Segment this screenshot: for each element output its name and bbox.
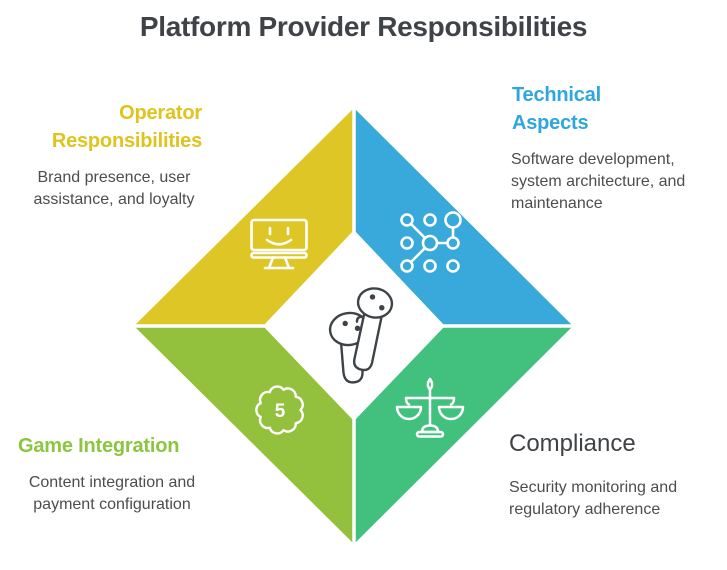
- heading-line: Operator: [119, 102, 202, 124]
- earbuds-illustration: [328, 287, 394, 384]
- heading-line: Aspects: [512, 112, 589, 134]
- heading-line: Game Integration: [18, 435, 180, 457]
- text-line: Security monitoring and: [509, 479, 678, 496]
- text-line: payment configuration: [33, 496, 191, 513]
- badge-5-icon: 5: [255, 385, 304, 435]
- quadrant-operator: [134, 108, 354, 326]
- compliance-description: Security monitoring and regulatory adher…: [509, 477, 727, 521]
- network-nodes-icon: [400, 211, 462, 273]
- game-description: Content integration and payment configur…: [12, 472, 212, 516]
- text-line: regulatory adherence: [509, 501, 661, 518]
- page-title: Platform Provider Responsibilities: [139, 11, 588, 42]
- operator-description: Brand presence, user assistance, and loy…: [8, 167, 220, 211]
- game-heading: Game Integration: [18, 432, 238, 460]
- monitor-smile-icon: [250, 218, 308, 270]
- text-line: system architecture, and: [511, 173, 686, 190]
- heading-line: Compliance: [509, 430, 636, 457]
- quadrant-compliance: [354, 326, 573, 544]
- quadrant-game: [134, 326, 354, 544]
- compliance-heading: Compliance: [509, 429, 719, 459]
- text-line: Content integration and: [28, 474, 196, 491]
- heading-line: Responsibilities: [51, 130, 202, 152]
- text-line: maintenance: [511, 195, 603, 212]
- text-line: Software development,: [511, 151, 675, 168]
- text-line: assistance, and loyalty: [33, 191, 195, 208]
- technical-heading: Technical Aspects: [512, 81, 722, 137]
- badge-number: 5: [275, 401, 286, 422]
- technical-description: Software development, system architectur…: [511, 149, 727, 215]
- text-line: Brand presence, user: [37, 169, 191, 186]
- heading-line: Technical: [512, 84, 601, 106]
- scales-icon: [395, 377, 465, 438]
- operator-heading: Operator Responsibilities: [0, 99, 202, 155]
